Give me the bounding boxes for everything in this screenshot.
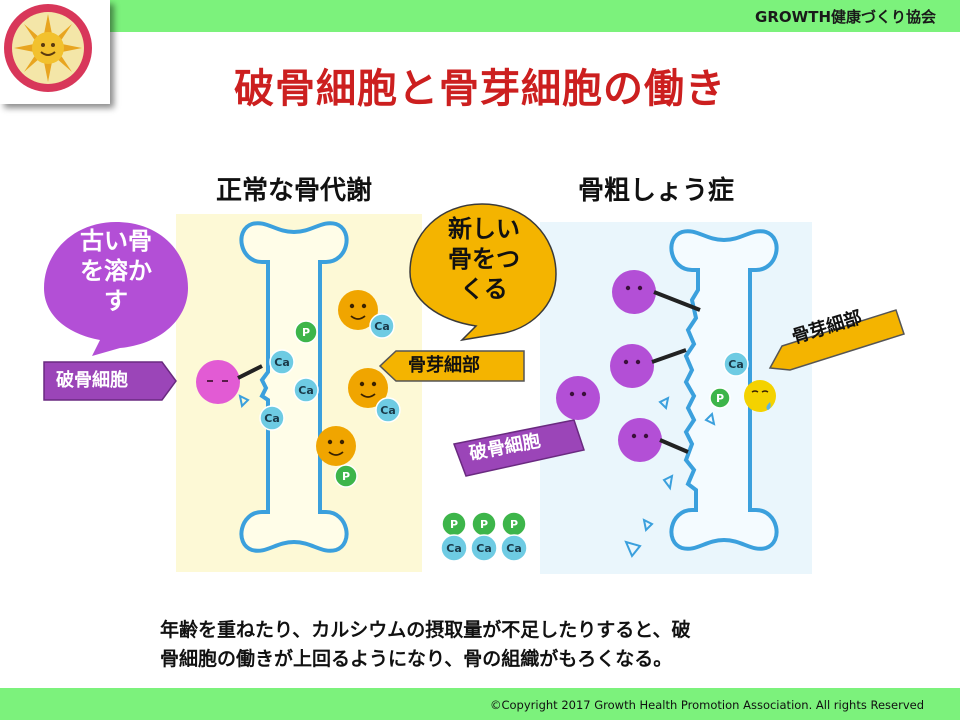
bone-fragments [624,396,716,558]
calcium-ion [259,405,285,431]
calcium-ion-label: Ca [298,384,314,397]
osteoblast-label-left: 骨芽細部 [408,355,480,376]
speech-bubble-form [409,203,557,342]
phosphorus-ion-label: P [302,326,310,339]
calcium-ion-label: Ca [264,412,280,425]
phosphorus-ion [709,387,731,409]
phosphorus-ion [294,320,318,344]
heading-normal-metabolism: 正常な骨代謝 [216,176,373,206]
osteoclast-cell-right-4 [618,418,689,462]
osteoblast-label-box-right [768,309,905,371]
calcium-ion [375,397,401,423]
osteoclast-cell-right-3 [556,376,600,420]
copyright-text: ©Copyright 2017 Growth Health Promotion … [489,698,924,712]
calcium-ion [293,377,319,403]
osteoblast-cell-left-3 [316,426,356,466]
page-title: 破骨細胞と骨芽細胞の働き [234,66,726,112]
heading-osteoporosis: 骨粗しょう症 [578,176,735,206]
osteoblast-cell-left-2 [348,368,388,408]
osteoclast-label-box-left [43,361,177,401]
bubble-form-text: 新しい 骨をつ くる [448,215,520,303]
osteoblast-cell-left-1 [338,290,378,330]
footer-bar [0,688,960,720]
calcium-ion-label: Ca [380,404,396,417]
osteoclast-label-left: 破骨細胞 [56,370,128,391]
osteoclast-cell-right-1 [612,270,701,314]
sun-logo-icon [4,4,92,92]
calcium-ion-label: Ca [476,542,492,555]
sun-logo [0,0,110,104]
mineral-cluster: P P P Ca Ca Ca [440,511,528,562]
phosphorus-ion-label: P [342,470,350,483]
calcium-ion [470,534,498,562]
osteoclast-cell-right-2 [610,344,687,388]
phosphorus-ion-label: P [716,392,724,405]
osteoclast-cell-left [196,360,240,404]
osteoclast-label-box-right [452,419,585,477]
calcium-ion-label: Ca [506,542,522,555]
calcium-ion-label: Ca [728,358,744,371]
calcium-ion [500,534,528,562]
calcium-ion [369,313,395,339]
calcium-ion-label: Ca [446,542,462,555]
phosphorus-ion-label: P [510,518,518,531]
osteoclast-arm [237,364,263,380]
calcium-ion [269,349,295,375]
phosphorus-ion-label: P [450,518,458,531]
osteoblast-cell-right [744,380,776,412]
bubble-resorb-text: 古い骨 を溶か す [80,227,152,315]
caption-text: 年齢を重ねたり、カルシウムの摂取量が不足したりすると、破 骨細胞の働きが上回るよ… [160,619,691,671]
phosphorus-ion-label: P [480,518,488,531]
speech-bubble-resorb [44,222,188,356]
calcium-ion [440,534,468,562]
osteoblast-label-box-left [378,350,525,382]
bone-fragment [238,394,250,409]
top-bar [0,0,960,32]
organization-name: GROWTH健康づくり協会 [755,8,936,26]
calcium-ion-label: Ca [374,320,390,333]
phosphorus-ion [334,464,358,488]
calcium-ion-label: Ca [274,356,290,369]
calcium-ion [723,351,749,377]
